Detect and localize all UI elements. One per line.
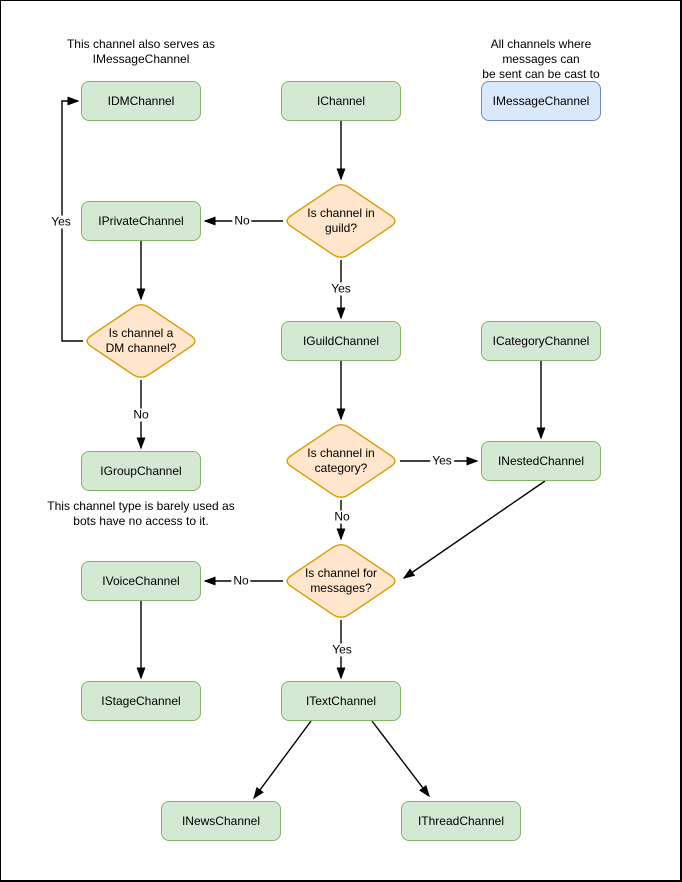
node-inestedchannel: INestedChannel <box>481 441 601 481</box>
node-iprivatechannel: IPrivateChannel <box>81 201 201 241</box>
edge-label-dm-no: No <box>131 407 151 422</box>
node-ivoicechannel: IVoiceChannel <box>81 561 201 601</box>
node-igroupchannel: IGroupChannel <box>81 451 201 491</box>
edge-nested-to-messages <box>402 480 546 579</box>
edge-label-category-no: No <box>332 509 352 524</box>
edge-label-messages-no: No <box>231 573 251 588</box>
edge-text-to-thread <box>371 720 430 798</box>
edge-text-to-news <box>253 720 312 800</box>
decision-is-dm <box>86 304 196 378</box>
node-ichannel: IChannel <box>281 81 401 121</box>
edge-label-guild-yes: Yes <box>329 281 353 296</box>
node-imessagechannel: IMessageChannel <box>481 81 601 121</box>
node-idmchannel: IDMChannel <box>81 81 201 121</box>
note-dm-note: This channel also serves as IMessageChan… <box>66 37 216 66</box>
edge-label-messages-yes: Yes <box>330 642 354 657</box>
node-istagechannel: IStageChannel <box>81 681 201 721</box>
node-inewschannel: INewsChannel <box>161 801 281 841</box>
decision-in-category <box>286 424 396 498</box>
note-group-note: This channel type is barely used as bots… <box>47 499 235 528</box>
edge-label-category-yes: Yes <box>430 453 454 468</box>
node-itextchannel: ITextChannel <box>281 681 401 721</box>
decision-for-messages <box>286 544 396 618</box>
decision-in-guild <box>286 184 396 258</box>
node-iguildchannel: IGuildChannel <box>281 321 401 361</box>
node-ithreadchannel: IThreadChannel <box>401 801 521 841</box>
node-icategorychannel: ICategoryChannel <box>481 321 601 361</box>
edge-label-guild-no: No <box>232 213 252 228</box>
edge-label-dm-yes: Yes <box>49 214 73 229</box>
